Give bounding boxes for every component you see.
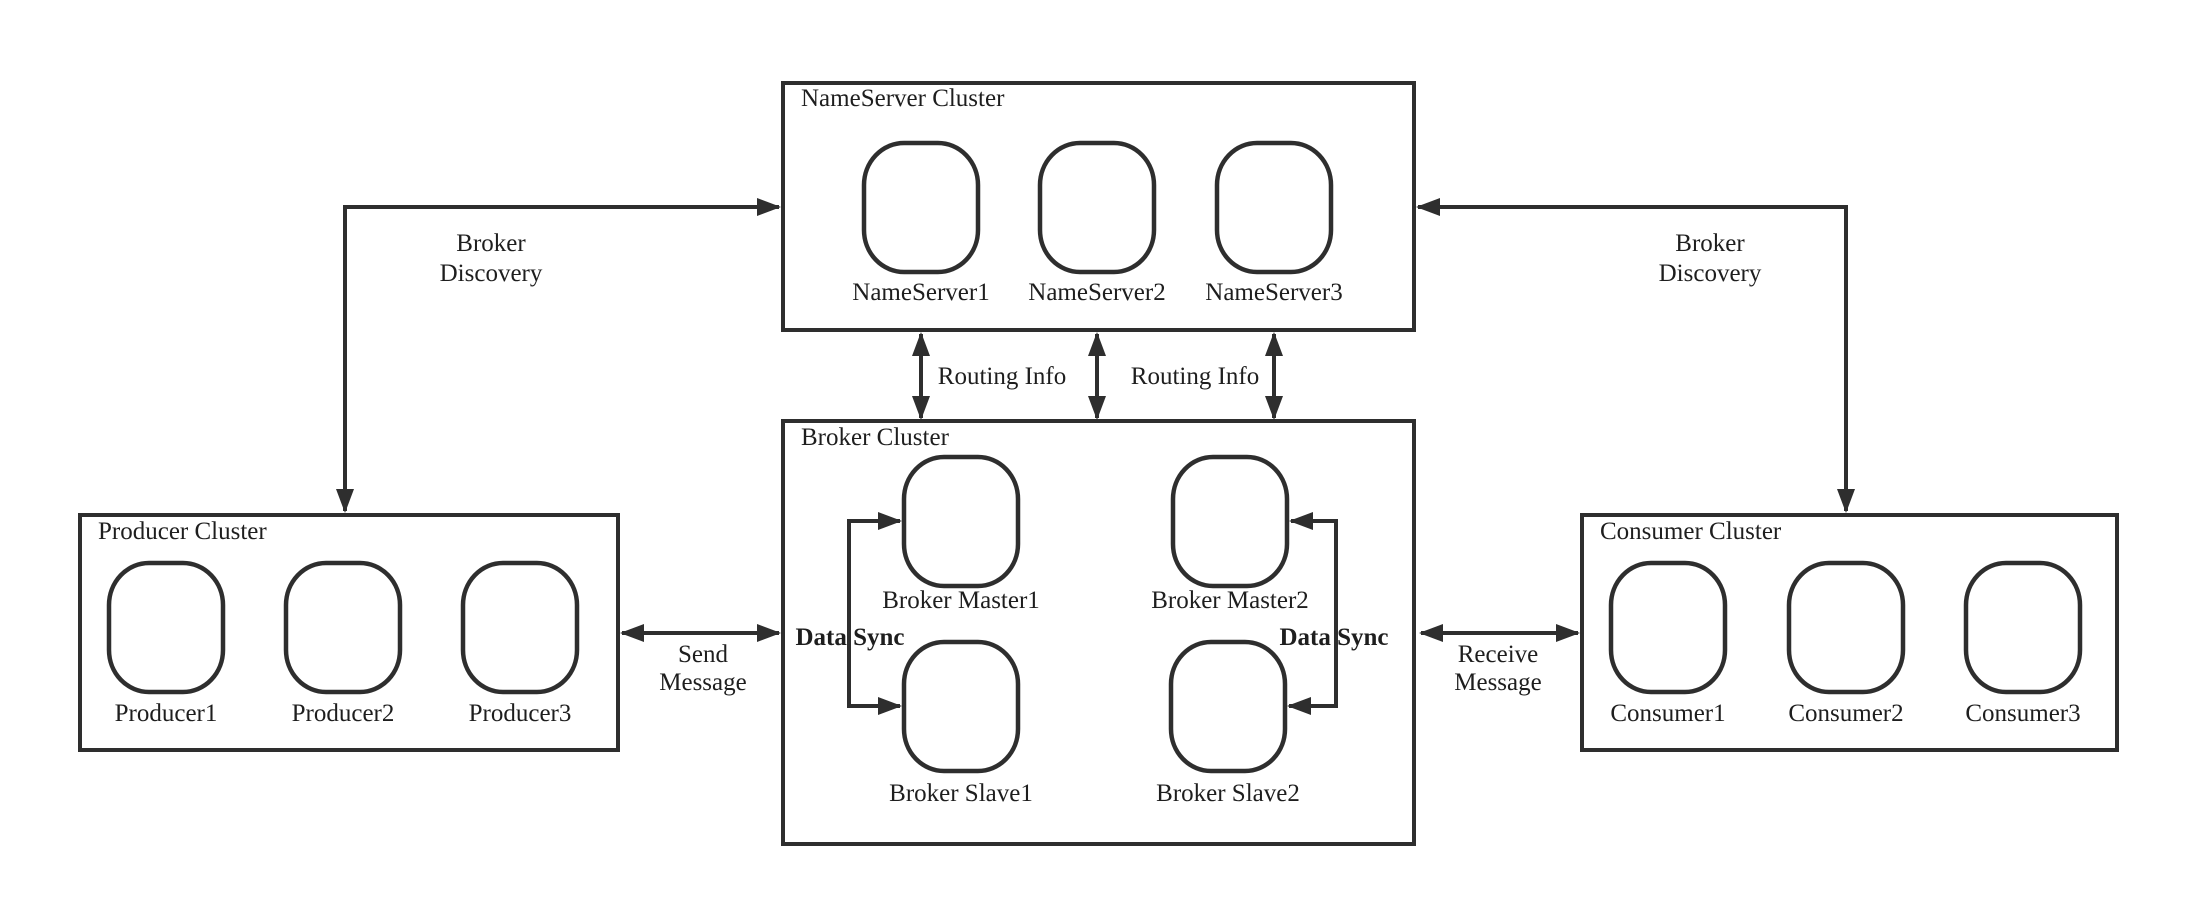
receive-message-label-line1: Receive (1458, 641, 1539, 668)
data-sync-left-arrow (847, 512, 902, 715)
nameserver2-node (1037, 140, 1157, 275)
receive-message-label-line2: Message (1454, 669, 1541, 696)
producer1-node (106, 560, 226, 695)
data-sync-right-arrow (1287, 512, 1338, 715)
send-message-label-line1: Send (678, 641, 729, 668)
broker-master2-label: Broker Master2 (1151, 587, 1309, 614)
nameserver-cluster-title: NameServer Cluster (801, 85, 1005, 112)
broker-discovery-left-label-line2: Discovery (440, 260, 543, 287)
broker-slave1-label: Broker Slave1 (889, 780, 1033, 807)
producer2-label: Producer2 (292, 700, 395, 727)
broker-slave2-label: Broker Slave2 (1156, 780, 1300, 807)
producer2-node (283, 560, 403, 695)
producer-cluster-title: Producer Cluster (98, 518, 267, 545)
data-sync-left-label: Data Sync (795, 624, 904, 651)
broker-discovery-left-arrow (336, 198, 781, 513)
consumer2-label: Consumer2 (1788, 700, 1903, 727)
broker-master1-label: Broker Master1 (882, 587, 1040, 614)
consumer3-label: Consumer3 (1965, 700, 2080, 727)
producer1-label: Producer1 (115, 700, 218, 727)
broker-slave1-node (901, 639, 1021, 774)
producer3-node (460, 560, 580, 695)
broker-discovery-right-label-line1: Broker (1675, 230, 1745, 257)
broker-master2-node (1170, 454, 1290, 589)
nameserver3-node (1214, 140, 1334, 275)
routing-info-left-label: Routing Info (938, 363, 1066, 390)
nameserver2-label: NameServer2 (1028, 279, 1165, 306)
data-sync-right-label: Data Sync (1279, 624, 1388, 651)
broker-discovery-right-arrow (1416, 198, 1855, 513)
nameserver1-node (861, 140, 981, 275)
broker-master1-node (901, 454, 1021, 589)
nameserver1-label: NameServer1 (852, 279, 989, 306)
nameserver3-label: NameServer3 (1205, 279, 1342, 306)
routing-info-right-label: Routing Info (1131, 363, 1259, 390)
broker-discovery-right-label-line2: Discovery (1659, 260, 1762, 287)
consumer2-node (1786, 560, 1906, 695)
consumer1-label: Consumer1 (1610, 700, 1725, 727)
broker-slave2-node (1168, 639, 1288, 774)
broker-cluster-title: Broker Cluster (801, 424, 950, 451)
producer3-label: Producer3 (469, 700, 572, 727)
send-message-label-line2: Message (659, 669, 746, 696)
consumer3-node (1963, 560, 2083, 695)
consumer-cluster-title: Consumer Cluster (1600, 518, 1782, 545)
broker-discovery-left-label-line1: Broker (456, 230, 526, 257)
consumer1-node (1608, 560, 1728, 695)
